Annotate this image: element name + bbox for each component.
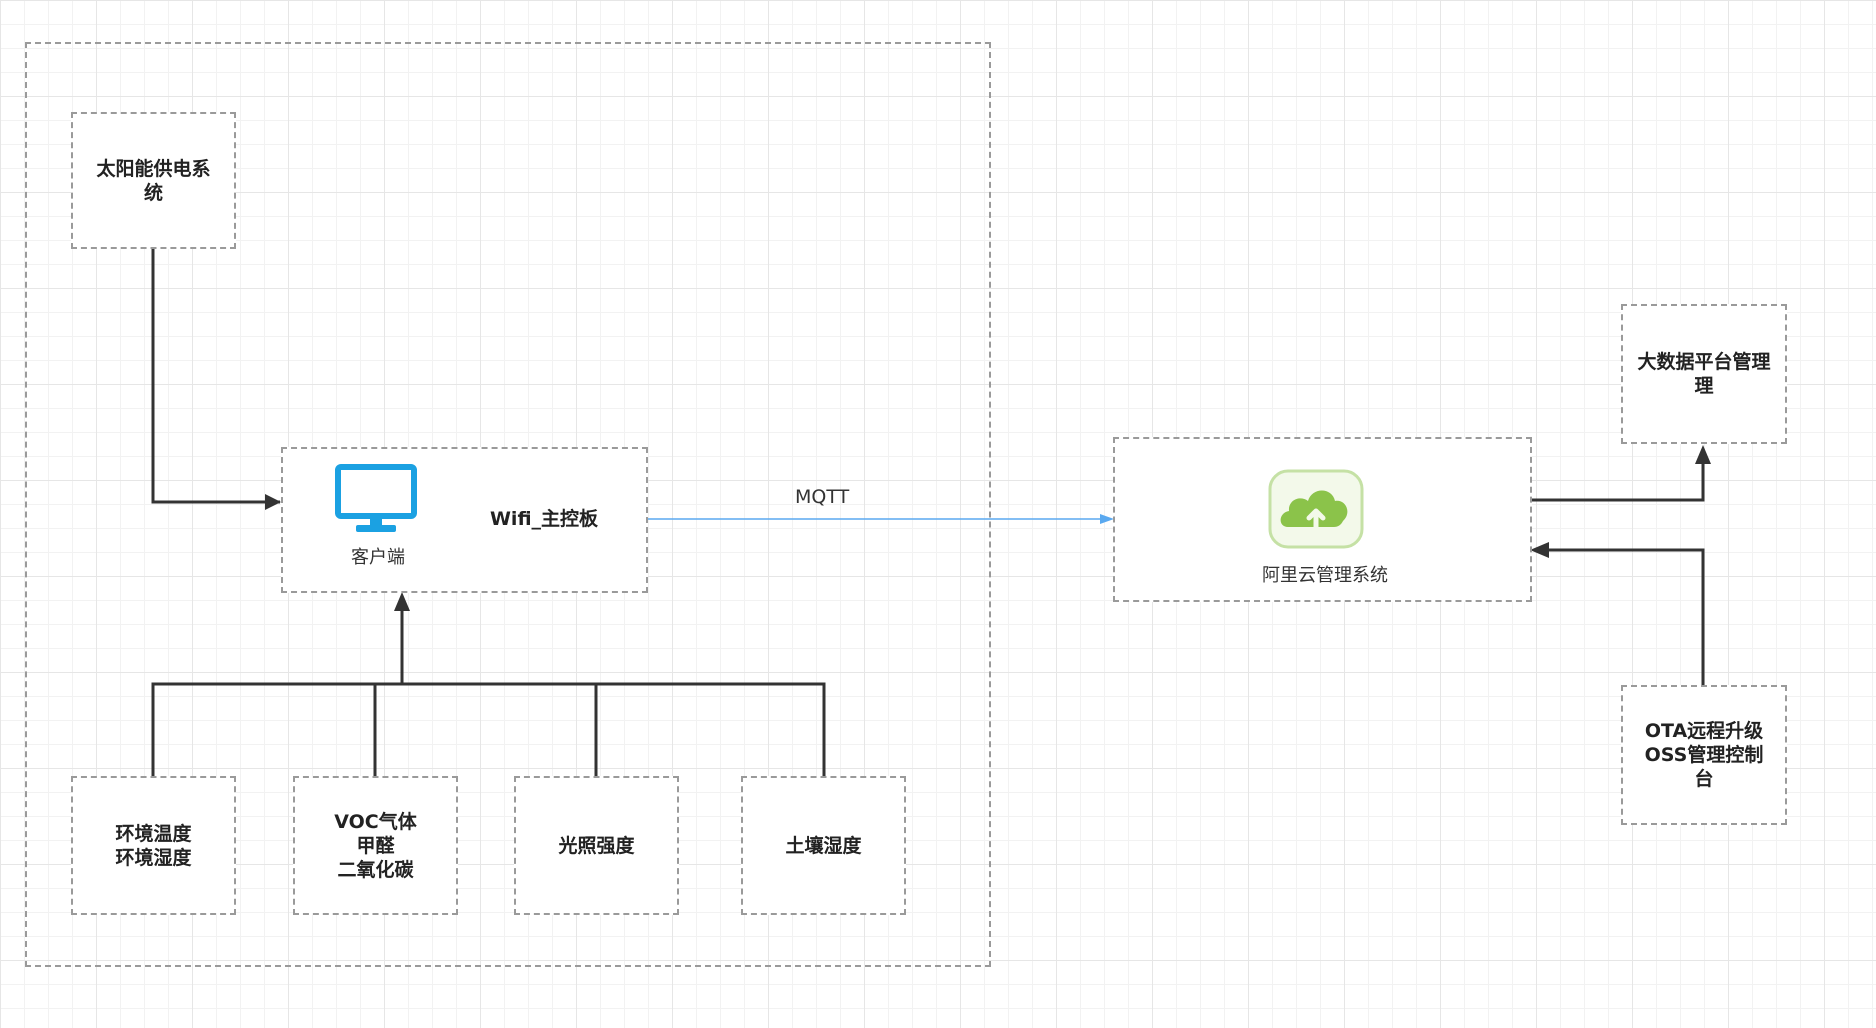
voc-label: VOC气体 甲醛 二氧化碳 bbox=[334, 810, 417, 881]
cloud-upload-icon bbox=[1268, 469, 1364, 549]
client-label: 客户端 bbox=[351, 547, 405, 568]
env-temp-label: 环境温度 环境湿度 bbox=[115, 822, 192, 869]
soil-label: 土壤湿度 bbox=[785, 834, 862, 857]
solar-power-node[interactable]: 太阳能供电系 统 bbox=[71, 112, 236, 249]
edge-solar-to-board bbox=[151, 249, 280, 504]
aliyun-label: 阿里云管理系统 bbox=[1262, 565, 1388, 586]
wifi-board-node[interactable]: 客户端 Wifi_主控板 bbox=[281, 447, 648, 593]
monitor-icon bbox=[335, 464, 417, 532]
aliyun-node[interactable]: 阿里云管理系统 bbox=[1113, 437, 1532, 602]
ota-label: OTA远程升级 OSS管理控制 台 bbox=[1644, 720, 1764, 790]
voc-node[interactable]: VOC气体 甲醛 二氧化碳 bbox=[293, 776, 458, 915]
wifi-board-label: Wifi_主控板 bbox=[489, 508, 599, 530]
edge-ota-to-aliyun bbox=[1540, 548, 1705, 685]
env-temp-node[interactable]: 环境温度 环境湿度 bbox=[71, 776, 236, 915]
edge-sensor-bus bbox=[151, 682, 826, 776]
bigdata-node[interactable]: 大数据平台管理 理 bbox=[1621, 304, 1787, 444]
light-node[interactable]: 光照强度 bbox=[514, 776, 679, 915]
edge-aliyun-to-bigdata bbox=[1530, 455, 1705, 502]
light-label: 光照强度 bbox=[558, 834, 635, 857]
ota-node[interactable]: OTA远程升级 OSS管理控制 台 bbox=[1621, 685, 1787, 825]
solar-power-label: 太阳能供电系 统 bbox=[96, 157, 211, 204]
mqtt-label: MQTT bbox=[795, 486, 850, 508]
soil-node[interactable]: 土壤湿度 bbox=[741, 776, 906, 915]
device-group-container bbox=[25, 42, 991, 967]
bigdata-label: 大数据平台管理 理 bbox=[1637, 351, 1771, 397]
